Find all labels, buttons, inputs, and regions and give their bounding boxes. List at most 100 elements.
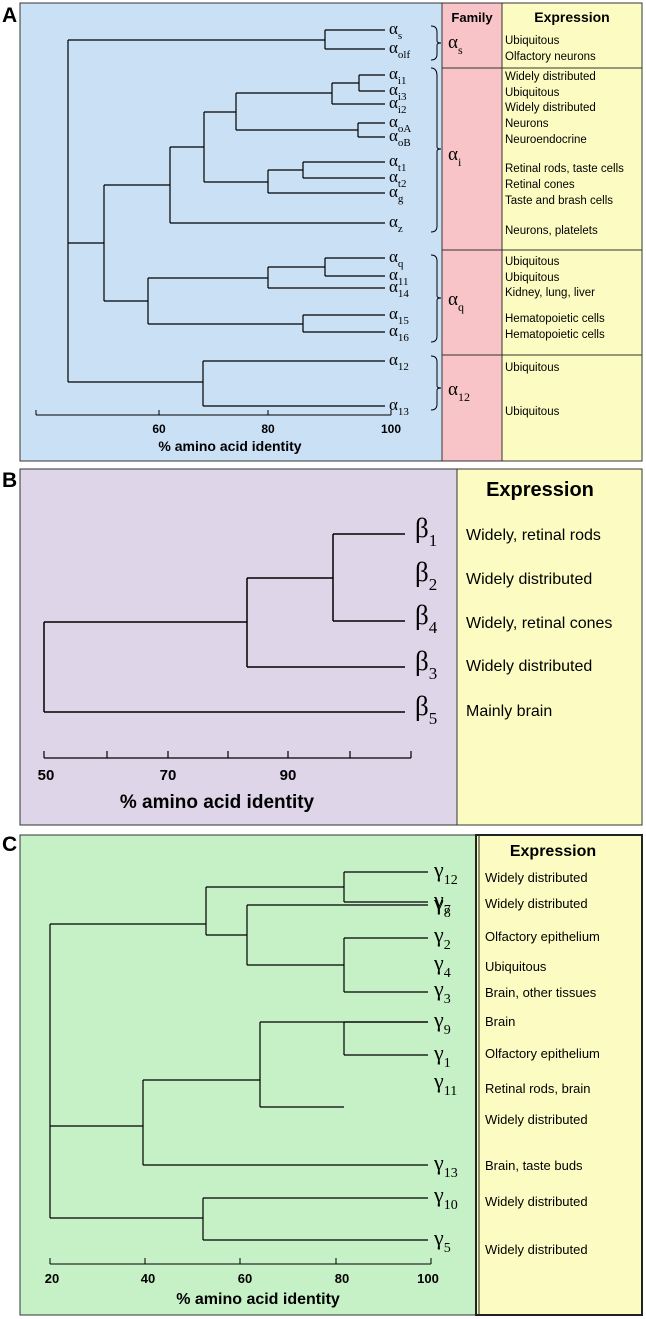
symbol: α [389, 304, 398, 323]
subscript: s [458, 43, 463, 57]
beta-leaf-label: β4 [415, 600, 438, 637]
panel-c-tick-label: 100 [417, 1271, 439, 1286]
expression-entry: Ubiquitous [505, 362, 560, 374]
symbol: γ [433, 1007, 444, 1032]
alpha-leaf-label: α13 [389, 395, 409, 418]
symbol: α [389, 93, 398, 112]
expression-entry: Ubiquitous [505, 272, 560, 284]
expression-entry: Olfactory epithelium [485, 1046, 600, 1061]
symbol: α [389, 265, 398, 284]
symbol: α [448, 32, 458, 53]
expression-entry: Hematopoietic cells [505, 329, 605, 341]
subscript: g [398, 193, 404, 205]
subscript: i1 [398, 75, 407, 87]
expression-entry: Retinal rods, taste cells [505, 163, 624, 175]
expression-entry: Olfactory epithelium [485, 929, 600, 944]
panel-c-letter: C [2, 833, 18, 856]
gamma-leaf-label: γ12 [433, 857, 458, 888]
expression-entry: Brain, other tissues [485, 985, 597, 1000]
symbol: γ [433, 950, 444, 975]
brace [430, 25, 442, 61]
brace [430, 355, 442, 411]
expression-entry: Ubiquitous [505, 35, 560, 47]
subscript: t2 [398, 178, 407, 190]
panel-a-leaf-labels: αsαolfαi1αi3αi2αoAαoBαt1αt2αgαzαqα11α14α… [389, 19, 411, 418]
subscript: 11 [444, 1084, 457, 1099]
panel-c-tree-area [19, 834, 477, 1316]
symbol: α [448, 289, 458, 310]
branch [67, 243, 203, 383]
alpha-leaf-label: αt2 [389, 167, 406, 190]
expression-entry: Olfactory neurons [505, 51, 596, 63]
expression-entry: Ubiquitous [505, 256, 560, 268]
symbol: β [415, 513, 429, 543]
panel-c-tick-label: 80 [335, 1271, 349, 1286]
symbol: α [389, 247, 398, 266]
panel-c-tree [49, 871, 428, 1241]
panel-a-family-column [441, 2, 503, 462]
expression-entry: Widely, retinal rods [466, 527, 601, 544]
symbol: γ [433, 1225, 444, 1250]
alpha-family-label: αq [448, 289, 464, 314]
expression-entry: Retinal rods, brain [485, 1081, 591, 1096]
panel-b-axis-ticks [43, 751, 412, 758]
alpha-leaf-label: α11 [389, 265, 409, 288]
expression-entry: Widely distributed [505, 71, 596, 83]
panel-b-tick-label: 90 [280, 767, 297, 784]
symbol: γ [433, 1068, 444, 1093]
branch [259, 1021, 428, 1108]
symbol: γ [433, 1150, 444, 1175]
alpha-leaf-label: αi2 [389, 93, 406, 116]
symbol: α [448, 144, 458, 165]
alpha-leaf-label: αi3 [389, 80, 407, 103]
branch [49, 923, 206, 1127]
beta-leaf-label: β1 [415, 513, 437, 550]
branch [67, 39, 325, 244]
symbol: γ [433, 1040, 444, 1065]
symbol: β [415, 646, 429, 676]
panel-a-axis-label: % amino acid identity [158, 438, 301, 454]
branch [142, 1079, 428, 1166]
subscript: 2 [444, 938, 451, 953]
alpha-leaf-label: αq [389, 247, 404, 270]
subscript: 14 [398, 288, 410, 300]
symbol: β [415, 557, 429, 587]
panel-b-tick-label: 50 [38, 767, 55, 784]
expression-entry: Widely distributed [466, 658, 592, 675]
beta-leaf-label: β2 [415, 557, 437, 594]
expression-entry: Widely distributed [485, 1112, 588, 1127]
gamma-leaf-label: γ13 [433, 1150, 458, 1181]
expression-entry: Widely, retinal cones [466, 615, 612, 632]
alpha-leaf-label: α16 [389, 321, 409, 344]
symbol: γ [433, 976, 444, 1001]
alpha-leaf-label: αs [389, 19, 402, 42]
subscript: 3 [444, 992, 451, 1007]
subscript: 7 [444, 903, 451, 918]
symbol: α [389, 80, 398, 99]
symbol: α [389, 19, 398, 38]
gamma-leaf-label: γ10 [433, 1182, 458, 1213]
symbol: α [389, 212, 398, 231]
subscript: 5 [444, 1241, 451, 1256]
panel-b-expression-column [456, 468, 643, 826]
alpha-leaf-label: α15 [389, 304, 409, 327]
expression-entry: Widely distributed [485, 870, 588, 885]
panel-c-tick-label: 20 [45, 1271, 59, 1286]
subscript: 1 [429, 531, 438, 550]
alpha-leaf-label: αoB [389, 126, 411, 149]
subscript: s [398, 30, 402, 42]
alpha-family-label: αi [448, 144, 462, 169]
symbol: β [415, 600, 429, 630]
panel-c: Expression 20 40 60 80 100 % amino acid … [19, 834, 643, 1316]
panel-b-tick-label: 70 [160, 767, 177, 784]
panel-a-tree-area [19, 2, 443, 462]
symbol: α [389, 64, 398, 83]
subscript: 12 [444, 873, 458, 888]
subscript: oB [398, 137, 411, 149]
panel-a-braces [430, 25, 442, 411]
